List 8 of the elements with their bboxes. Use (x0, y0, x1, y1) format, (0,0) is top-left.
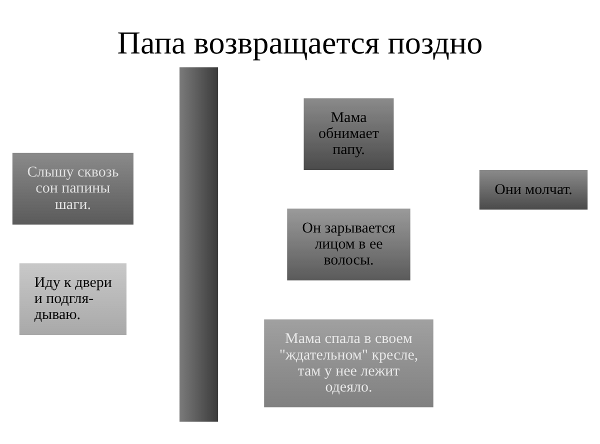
node-box: Они молчат. (479, 170, 588, 210)
node-box: Мама спала в своем "ждательном" кресле, там у нее лежит одеяло. (264, 318, 434, 407)
node-box: Он зарывается лицом в ее волосы. (287, 208, 410, 280)
node-box: Иду к двери и подгля-дываю. (19, 262, 126, 334)
node-bar (180, 66, 218, 422)
diagram-title: Папа возвращается поздно (117, 24, 483, 60)
node-box: Мама обнимает папу. (304, 98, 394, 170)
node-box: Слышу сквозь сон папины шаги. (12, 152, 134, 224)
